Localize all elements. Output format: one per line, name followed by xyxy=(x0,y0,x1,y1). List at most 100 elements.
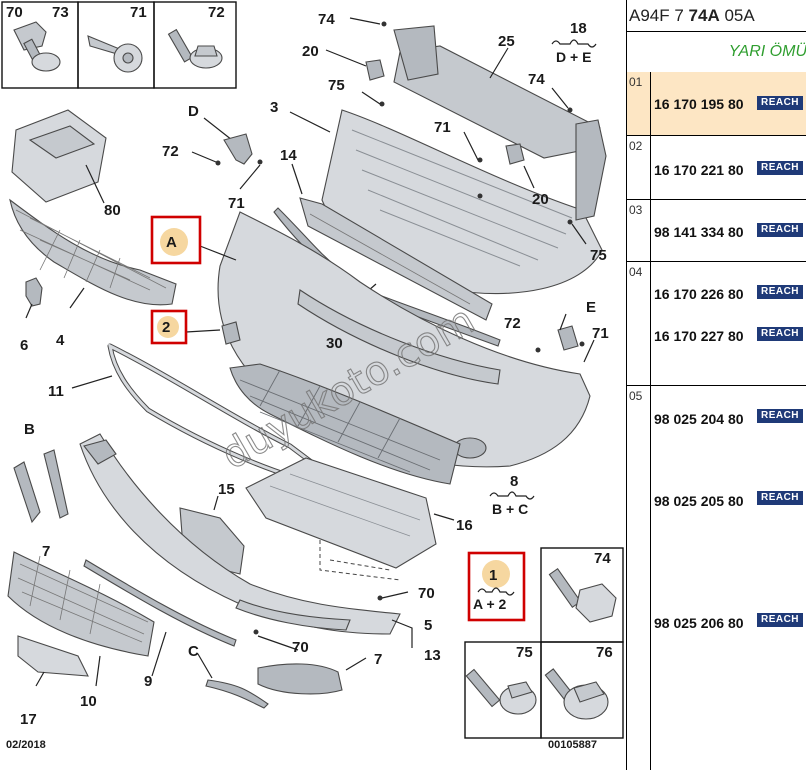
screw-box-76: 76 xyxy=(540,641,624,739)
callout-74b: 74 xyxy=(528,71,545,88)
callout-71: 71 xyxy=(434,119,451,136)
callout-A: A xyxy=(166,234,177,251)
bracket-20 xyxy=(325,49,535,189)
callout-25: 25 xyxy=(498,33,515,50)
reach-badge: REACH xyxy=(757,491,803,505)
table-row[interactable]: 02 16 170 221 80 REACH xyxy=(627,136,806,200)
part-4-grille xyxy=(9,198,177,309)
part-ref[interactable]: 16 170 227 80 xyxy=(654,328,744,344)
callout-1: 1 xyxy=(489,567,497,584)
callout-13: 13 xyxy=(424,647,441,664)
reach-badge: REACH xyxy=(757,327,803,341)
table-row[interactable]: 01 16 170 195 80 REACH xyxy=(627,72,806,136)
callout-5: 5 xyxy=(424,617,432,634)
part-8-absorber xyxy=(229,363,461,485)
part-16-undertray xyxy=(245,457,455,569)
screw-box-72: 72 xyxy=(153,1,237,89)
screw-label-75: 75 xyxy=(516,644,533,661)
header-code-bold: 74A xyxy=(688,6,720,25)
panel-header: A94F 7 74A 05A xyxy=(627,0,806,32)
callout-30: 30 xyxy=(326,335,343,352)
part-ref[interactable]: 16 170 221 80 xyxy=(654,162,744,178)
screw-box-75: 75 xyxy=(464,641,542,739)
part-ref[interactable]: 16 170 226 80 xyxy=(654,286,744,302)
part-14-strip xyxy=(291,163,493,321)
callout-D: D xyxy=(188,103,199,120)
callout-72b: 72 xyxy=(504,315,521,332)
callout-C: C xyxy=(188,643,199,660)
callout-80: 80 xyxy=(104,202,121,219)
part-2-piece xyxy=(185,321,241,345)
reach-badge: REACH xyxy=(757,285,803,299)
part-ref[interactable]: 98 025 206 80 xyxy=(654,615,744,631)
callout-20: 20 xyxy=(302,43,319,60)
row-index: 03 xyxy=(627,200,651,261)
reach-badge: REACH xyxy=(757,409,803,423)
callout-71c: 71 xyxy=(592,325,609,342)
callout-70b: 70 xyxy=(292,639,309,656)
bracket-D xyxy=(191,117,263,190)
group-badge-1 xyxy=(467,551,526,622)
callout-B: B xyxy=(24,421,35,438)
screw-label-70: 70 xyxy=(6,4,23,21)
part-6-clip xyxy=(25,277,43,319)
screw-label-76: 76 xyxy=(596,644,613,661)
group-badge-2 xyxy=(150,309,188,345)
screw-label-73: 73 xyxy=(52,4,69,21)
side-parts xyxy=(7,449,367,709)
part-ref[interactable]: 98 025 204 80 xyxy=(654,411,744,427)
table-row[interactable]: 04 16 170 226 80 REACH 16 170 227 80 REA… xyxy=(627,262,806,386)
callout-4: 4 xyxy=(56,332,65,349)
callout-2: 2 xyxy=(162,319,170,336)
part-5-lower-bumper xyxy=(79,433,413,648)
screw-box-70-73: 70 73 xyxy=(1,1,79,89)
fastener-dots xyxy=(253,17,587,651)
header-code-prefix: A94F 7 xyxy=(629,6,689,25)
callout-6: 6 xyxy=(20,337,28,354)
panel-subtitle: YARI ÖMÜ xyxy=(627,32,806,73)
callout-14: 14 xyxy=(280,147,297,164)
table-row[interactable]: 05 98 025 204 80 REACH 98 025 205 80 REA… xyxy=(627,386,806,770)
date-label: 02/2018 xyxy=(6,739,46,751)
row-index: 02 xyxy=(627,136,651,199)
reach-badge: REACH xyxy=(757,161,803,175)
callout-74: 74 xyxy=(318,11,335,28)
parts-reference-panel: A94F 7 74A 05A YARI ÖMÜ 01 16 170 195 80… xyxy=(626,0,806,770)
callout-20b: 20 xyxy=(532,191,549,208)
callout-15: 15 xyxy=(218,481,235,498)
part-80-module xyxy=(11,109,107,204)
callout-18-sub: D + E xyxy=(556,49,591,65)
callout-7: 7 xyxy=(42,543,50,560)
part-25-beam xyxy=(393,25,607,221)
callout-70: 70 xyxy=(418,585,435,602)
callout-18: 18 xyxy=(570,20,587,37)
callout-75b: 75 xyxy=(590,247,607,264)
part-ref[interactable]: 98 025 205 80 xyxy=(654,493,744,509)
reach-badge: REACH xyxy=(757,223,803,237)
screw-box-71: 71 xyxy=(77,1,155,89)
callout-8-sub: B + C xyxy=(492,501,528,517)
row-index: 05 xyxy=(627,386,651,770)
screw-label-72: 72 xyxy=(208,4,225,21)
callout-3: 3 xyxy=(270,99,278,116)
ref-label: 00105887 xyxy=(548,739,597,751)
reach-badge: REACH xyxy=(757,613,803,627)
callout-9: 9 xyxy=(144,673,152,690)
callout-75: 75 xyxy=(328,77,345,94)
callout-17: 17 xyxy=(20,711,37,728)
header-code-suffix: 05A xyxy=(719,6,755,25)
callout-72: 72 xyxy=(162,143,179,160)
brace-8 xyxy=(489,491,535,500)
brace-18 xyxy=(551,39,597,48)
callout-8: 8 xyxy=(510,473,518,490)
callout-11: 11 xyxy=(48,383,64,400)
callout-1-sub: A + 2 xyxy=(473,596,507,612)
brace-1 xyxy=(477,587,515,596)
callout-E: E xyxy=(586,299,596,316)
callout-71b: 71 xyxy=(228,195,245,212)
callout-7b: 7 xyxy=(374,651,382,668)
table-row[interactable]: 03 98 141 334 80 REACH xyxy=(627,200,806,262)
part-ref[interactable]: 98 141 334 80 xyxy=(654,224,744,240)
group-badge-A xyxy=(150,215,202,265)
part-ref[interactable]: 16 170 195 80 xyxy=(654,96,744,112)
